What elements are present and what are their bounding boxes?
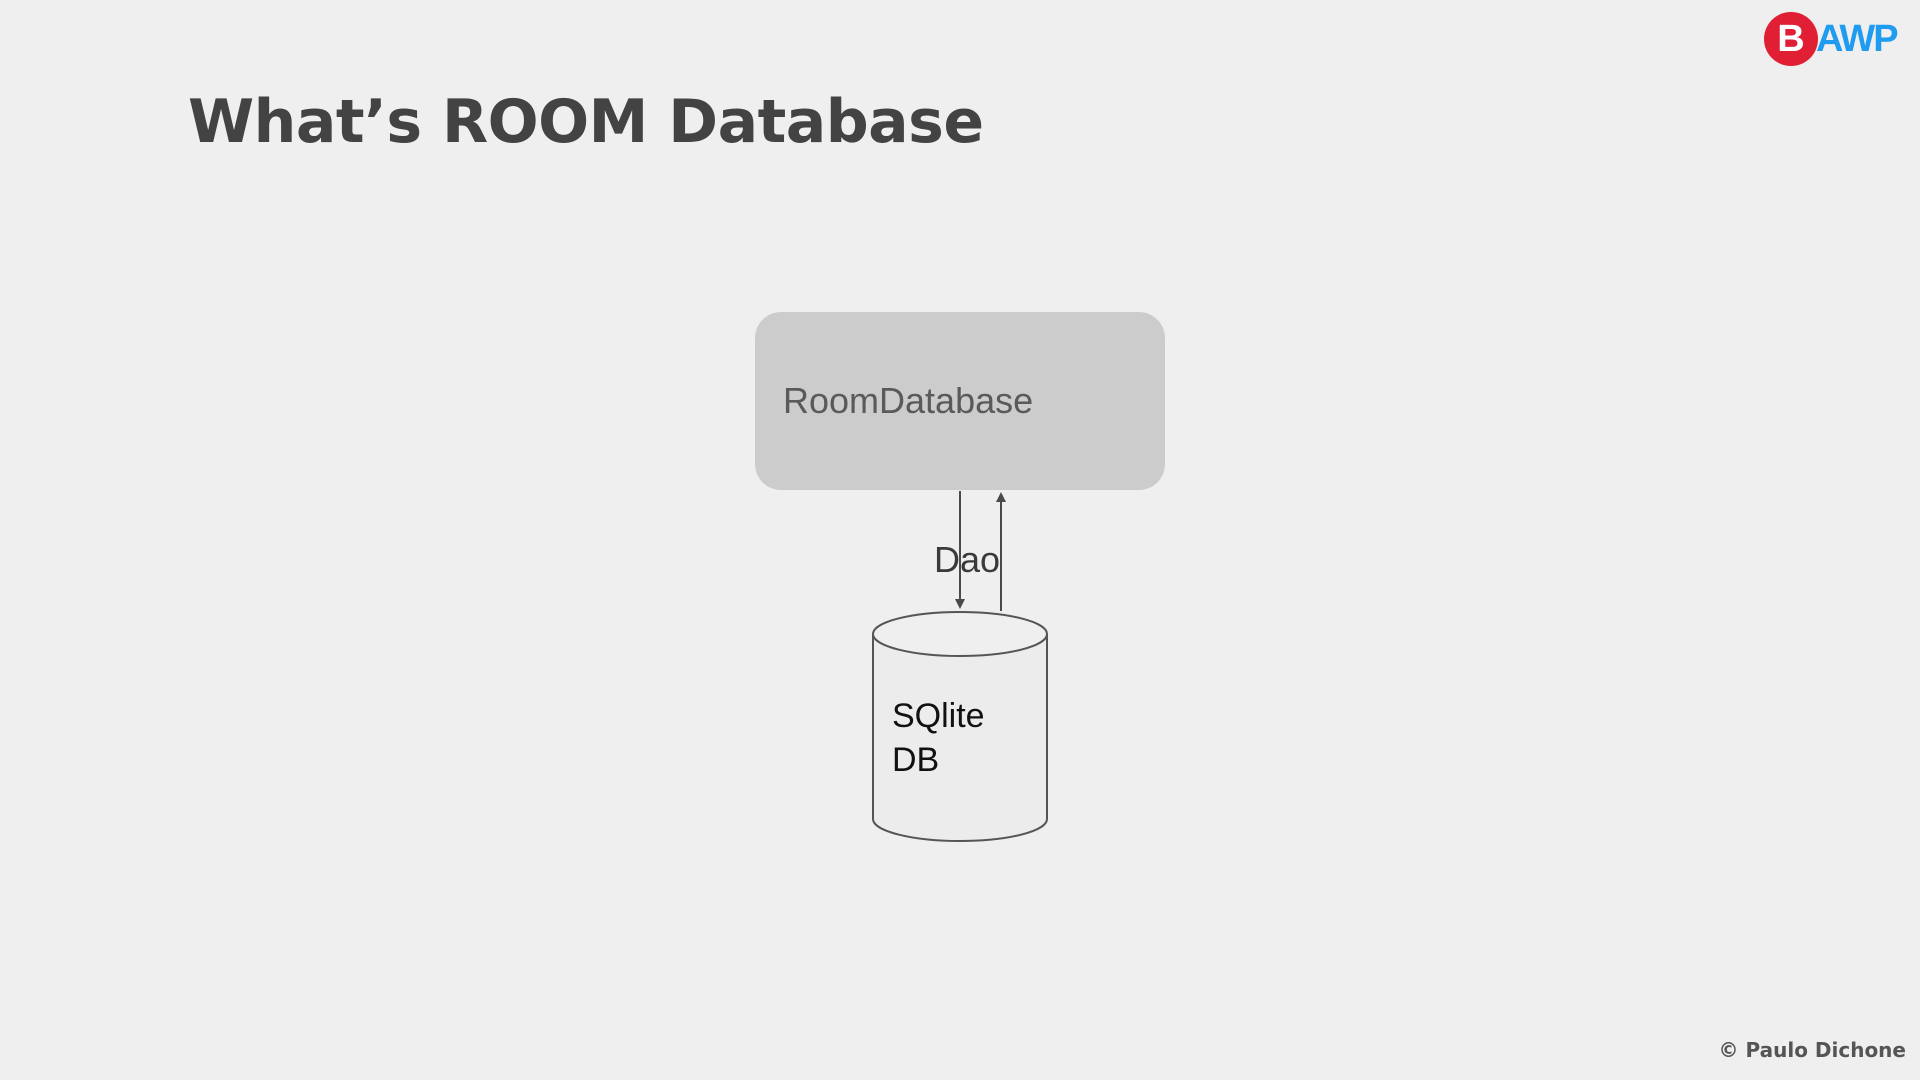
- sqlite-db-cylinder-top: [872, 611, 1048, 657]
- slide-title: What’s ROOM Database: [188, 87, 984, 157]
- room-database-box: [755, 312, 1165, 490]
- sqlite-db-label-line1: SQlite: [892, 697, 985, 735]
- logo-badge: B: [1764, 12, 1818, 66]
- sqlite-db-cylinder: [872, 634, 1048, 842]
- copyright-footer: © Paulo Dichone: [1718, 1038, 1906, 1062]
- sqlite-db-label-line2: DB: [892, 741, 939, 779]
- room-database-label: RoomDatabase: [783, 380, 1033, 421]
- dao-label: Dao: [934, 539, 1000, 580]
- bawp-logo-icon: B AWP: [1764, 12, 1908, 68]
- logo-text: AWP: [1816, 18, 1899, 60]
